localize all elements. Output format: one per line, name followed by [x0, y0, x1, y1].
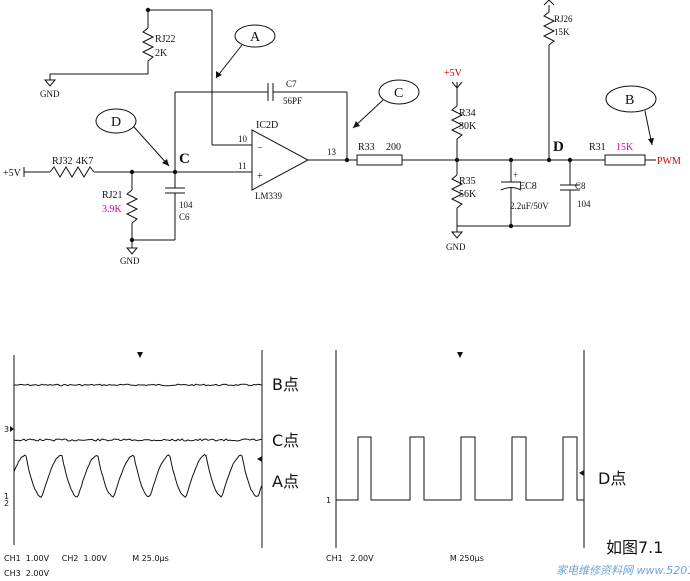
r33-resistor [356, 154, 403, 166]
callout-b-arrow [133, 126, 170, 167]
callout-a-arrow [215, 44, 243, 79]
r31-value: 15K [616, 142, 634, 153]
circuit-schematic: +5V RJ32 4K7 RJ21 3.9K GND 104 C6 C [3, 0, 681, 266]
c7-ref: C7 [286, 79, 297, 89]
rj26-top-arrow [543, 0, 555, 6]
callout-d-label: B [625, 93, 634, 108]
node-c-label: C [179, 151, 190, 167]
ch2-marker-left: 2 [4, 499, 9, 508]
opamp-part: LM339 [255, 191, 283, 201]
r31-resistor [604, 154, 646, 166]
r33-value: 200 [386, 142, 401, 153]
scope-right-trigger-level [579, 470, 584, 476]
rj21-value: 3.9K [102, 204, 123, 215]
c6-value: 104 [179, 200, 193, 210]
callout-c-bubble [378, 79, 420, 105]
pin-13-label: 13 [327, 147, 337, 157]
figure-label: 如图7.1 [606, 538, 663, 557]
supply-left-label: +5V [3, 168, 22, 179]
c7-value: 56PF [283, 96, 302, 106]
supply-mid-label: +5V [444, 68, 463, 79]
callout-d-bubble [605, 85, 657, 113]
rj22-value: 2K [155, 48, 168, 59]
scope-right: 1 D点 CH1 2.00V M 250µs [326, 350, 626, 563]
r34-value: 30K [459, 121, 477, 132]
ch1-marker-right: 1 [326, 496, 331, 505]
ch3-marker: 3 [4, 425, 9, 434]
callout-b-label: D [111, 115, 121, 130]
gnd-right-label: GND [446, 242, 466, 252]
trace-a-waveform [13, 453, 262, 499]
opamp-plus: + [257, 171, 263, 182]
junction-node-d [546, 157, 552, 163]
c8-value: 104 [577, 199, 591, 209]
trace-d-label: D点 [598, 469, 626, 488]
rj32-resistor [49, 166, 95, 178]
pin-11-label: 11 [238, 161, 247, 171]
trace-c-waveform [13, 438, 263, 442]
gnd-top-label: GND [40, 89, 60, 99]
ec8-ref: EC8 [519, 181, 537, 192]
rj32-ref: RJ32 [52, 156, 73, 167]
scope-left-status-1: CH1 1.00V CH2 1.00V M 25.0µs [4, 554, 169, 563]
callout-c-label: C [394, 86, 403, 101]
trace-b-waveform [14, 383, 263, 387]
ec8-value: 2.2uF/50V [510, 201, 549, 211]
trace-b-label: B点 [272, 375, 299, 394]
pwm-label: PWM [657, 156, 681, 167]
pin-10-label: 10 [238, 134, 248, 144]
scope-right-status: CH1 2.00V M 250µs [326, 554, 484, 563]
gnd-left-label: GND [120, 256, 140, 266]
junction-output [344, 157, 350, 163]
trace-c-label: C点 [272, 431, 299, 450]
c6-ref: C6 [179, 212, 190, 222]
callout-c-arrow [352, 99, 384, 129]
scope-right-trigger-marker [457, 352, 463, 358]
scope-left-trigger-marker [137, 352, 143, 358]
gnd-symbol-left [125, 247, 139, 255]
r34-ref: R34 [459, 108, 476, 119]
rj22-ref: RJ22 [155, 34, 176, 45]
r35-ref: R35 [459, 176, 476, 187]
r35-value: 56K [459, 189, 477, 200]
gnd-symbol-top [43, 79, 57, 87]
rj21-ref: RJ21 [102, 190, 123, 201]
rj26-resistor [542, 11, 556, 46]
callout-a-bubble [234, 24, 276, 48]
r35-resistor [450, 174, 464, 209]
trace-a-label: A点 [272, 472, 299, 491]
junction-divider [454, 157, 460, 163]
callout-c-arrowhead [353, 121, 360, 128]
rj21-resistor [125, 189, 139, 224]
ec8-plus: + [513, 170, 518, 180]
ec8-plate-bottom [500, 187, 522, 191]
node-d-label: D [553, 139, 564, 155]
junction-ec8-gnd [508, 223, 514, 229]
opamp-ref: IC2D [256, 120, 278, 131]
gnd-symbol-right [450, 231, 464, 239]
r31-ref: R31 [589, 142, 606, 153]
scope-left: 3 1 2 B点 C点 A点 CH1 1.00V CH2 1.00V M 25.… [4, 350, 299, 578]
opamp-lm339 [251, 129, 310, 191]
ch3-marker-arrow [10, 426, 14, 432]
callout-a-arrowhead [216, 71, 222, 78]
scope-left-status-2: CH3 2.00V [4, 569, 50, 578]
rj26-value: 15K [554, 27, 570, 37]
rj26-ref: RJ26 [554, 14, 573, 24]
scope-left-trigger-level [257, 456, 262, 462]
callout-b-arrowhead [162, 159, 169, 166]
callout-b-bubble [95, 108, 137, 134]
c8-ref: C8 [575, 181, 586, 191]
trace-d-waveform [336, 436, 584, 501]
r33-ref: R33 [358, 142, 375, 153]
callout-a-label: A [250, 30, 261, 45]
r34-resistor [450, 105, 464, 140]
rj32-value: 4K7 [76, 156, 93, 167]
rj22-resistor [141, 27, 155, 62]
callout-d-arrowhead [648, 138, 654, 145]
watermark: 家电维修资料网 www.520101.com [556, 564, 690, 577]
ch1-marker-left: 1 [4, 492, 9, 501]
opamp-minus: − [257, 143, 263, 154]
